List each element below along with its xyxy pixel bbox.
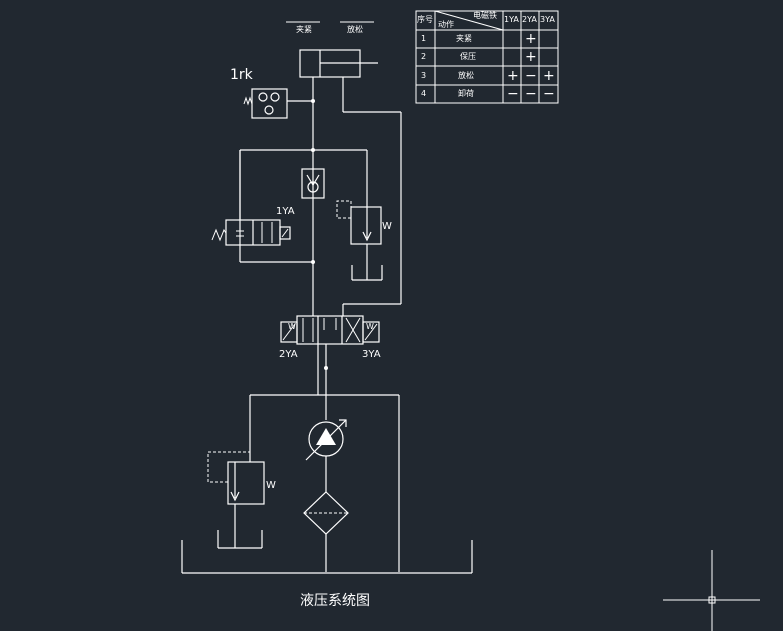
table-row-3-seq: 3: [421, 71, 427, 80]
table-row-3-3ya: +: [543, 68, 555, 84]
oil-filter: [303, 491, 349, 572]
table-row-2-seq: 2: [421, 52, 427, 61]
table-row-4-2ya: −: [525, 86, 537, 102]
table-header-2ya: 2YA: [522, 15, 537, 24]
junction-dot: [311, 148, 315, 152]
table-row-1-seq: 1: [421, 34, 427, 43]
solenoid-table-grid: [415, 10, 559, 104]
spring-label-right: W: [366, 322, 374, 331]
spring-label-upper: W: [382, 221, 392, 232]
table-header-diag-top: 电磁铁: [473, 11, 497, 20]
directional-valve: [280, 300, 401, 395]
solenoid-2ya-label: 2YA: [279, 349, 298, 360]
table-row-1-action: 夹紧: [456, 34, 472, 43]
junction-dot: [311, 260, 315, 264]
check-valve: [301, 168, 325, 199]
solenoid-1ya-label: 1YA: [276, 206, 295, 217]
table-row-4-1ya: −: [507, 86, 519, 102]
supply-piping: [249, 394, 400, 572]
pressure-relay: [243, 88, 313, 119]
cad-crosshair-cursor: [663, 550, 760, 631]
oil-tank: [181, 540, 473, 574]
solenoid-3ya-label: 3YA: [362, 349, 381, 360]
table-row-2-2ya: +: [525, 49, 537, 65]
table-header-3ya: 3YA: [540, 15, 555, 24]
table-header-1ya: 1YA: [504, 15, 519, 24]
table-row-1-2ya: +: [525, 31, 537, 47]
junction-dot: [324, 366, 328, 370]
table-header-seq: 序号: [417, 15, 433, 24]
unloading-valve-1ya: [211, 150, 291, 246]
relief-valve-upper: [336, 200, 383, 281]
table-row-3-2ya: −: [525, 68, 537, 84]
table-row-3-action: 放松: [458, 71, 474, 80]
table-header-diag-bottom: 动作: [438, 20, 454, 29]
table-row-3-1ya: +: [507, 68, 519, 84]
diagram-title: 液压系统图: [300, 593, 370, 609]
hydraulic-pump: [305, 419, 347, 492]
table-row-4-action: 卸荷: [458, 89, 474, 98]
cylinder-release-label: 放松: [347, 25, 363, 34]
spring-label-left: W: [288, 322, 296, 331]
table-row-2-action: 保压: [460, 52, 476, 61]
spring-label-lower: W: [266, 480, 276, 491]
table-row-4-3ya: −: [543, 86, 555, 102]
relief-valve-lower: [207, 451, 265, 549]
pressure-relay-label: 1rk: [230, 67, 253, 83]
table-row-4-seq: 4: [421, 89, 427, 98]
cylinder-clamp-label: 夹紧: [296, 25, 312, 34]
